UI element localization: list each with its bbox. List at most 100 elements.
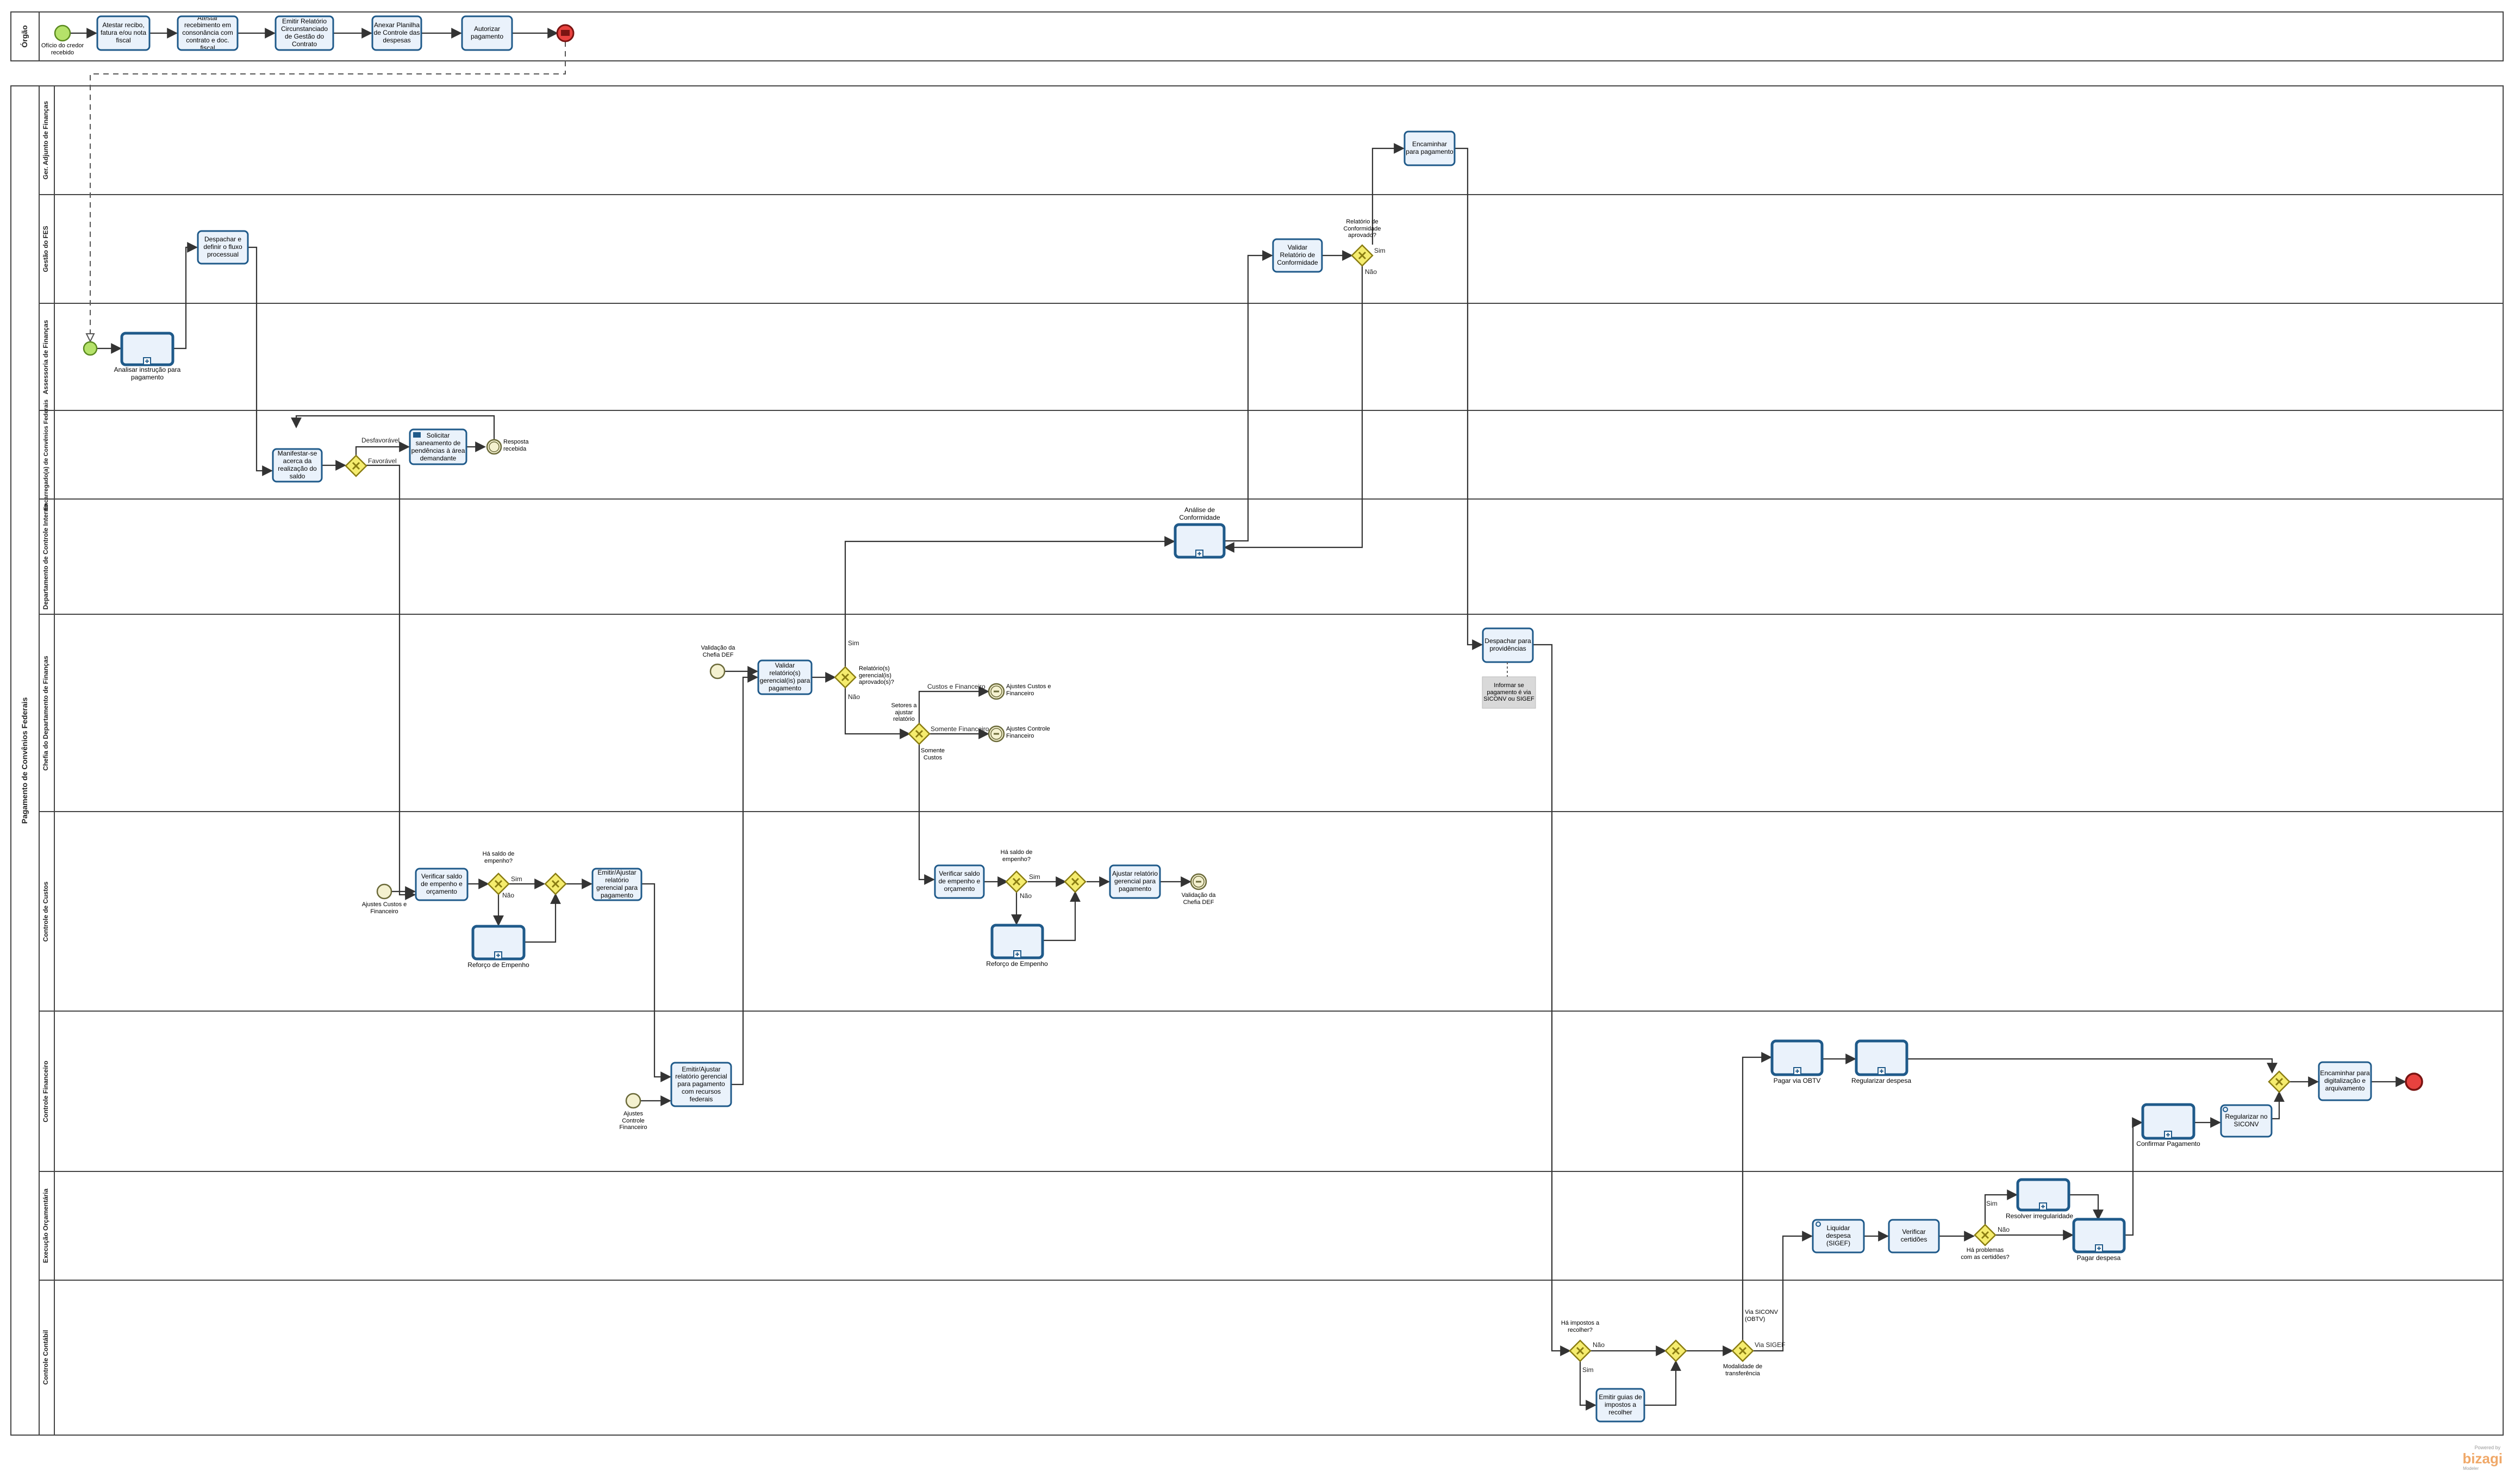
start-event-assessoria[interactable] — [83, 341, 98, 356]
flow-label: Não — [848, 693, 860, 701]
user-task-icon — [2223, 1107, 2228, 1112]
subprocess-pagar-obtv[interactable] — [1770, 1039, 1824, 1076]
start-event-ajustes-custos[interactable] — [376, 883, 392, 900]
task-encaminhar-pagamento[interactable] — [1403, 130, 1456, 166]
task-anexar-planilha[interactable] — [371, 15, 422, 51]
end-event-orgao-message[interactable] — [556, 24, 575, 42]
subprocess-resolver-irregularidade[interactable] — [2016, 1178, 2070, 1212]
subprocess-label: Resolver irregularidade — [2005, 1212, 2074, 1220]
external-labels: Analisar instrução para pagamento Reforç… — [41, 42, 2200, 1377]
start-event-ajustes-controle[interactable] — [625, 1093, 641, 1109]
event-label: Ajustes Custos e Financeiro — [1006, 683, 1051, 697]
subprocess-confirmar-pagamento[interactable] — [2141, 1103, 2195, 1140]
task-label: Despachar para providências — [1484, 637, 1531, 652]
task-label: Verificar saldo de empenho e orçamento — [421, 872, 463, 895]
lane-label: Gestão do FES — [42, 226, 49, 272]
flow-label: Somente Financeiro — [931, 725, 989, 733]
task-verificar-certidoes[interactable] — [1888, 1219, 1940, 1254]
subprocess-pagar-despesa[interactable] — [2072, 1218, 2126, 1254]
task-validar-relatorios[interactable] — [757, 659, 813, 695]
lane-label: Departamento de Controle Interno — [42, 504, 49, 610]
task-despachar-definir-fluxo[interactable] — [197, 230, 249, 265]
end-event-validacao-chefia[interactable] — [1190, 873, 1207, 890]
watermark-brand: bizagi — [2462, 1450, 2503, 1467]
lane-label: Encarregado(a) de Convênios Federais — [43, 400, 49, 510]
subprocess-regularizar-despesa[interactable] — [1855, 1039, 1908, 1076]
task-verificar-saldo-1[interactable] — [415, 868, 469, 901]
flow-label: Sim — [848, 639, 859, 647]
gateway-label: Relatório(s) gerencial(is) aprovado(s)? — [859, 665, 894, 686]
task-atestar-recebimento[interactable] — [177, 15, 239, 51]
flow-label: Sim — [1374, 247, 1386, 254]
subprocess-analisar-instrucao[interactable] — [120, 332, 174, 366]
user-task-icon — [1816, 1221, 1821, 1227]
lane-label: Assessoria de Finanças — [42, 320, 49, 394]
task-label: Manifestar-se acerca da realização do sa… — [277, 450, 317, 480]
message-task-icon — [413, 432, 421, 438]
task-emitir-relatorio-federais[interactable] — [670, 1062, 732, 1107]
subprocess-reforco-empenho-2[interactable] — [990, 924, 1044, 959]
task-regularizar-siconv[interactable] — [2220, 1104, 2273, 1138]
task-labels: Atestar recibo, fatura e/ou nota fiscal … — [100, 17, 2370, 1416]
task-label: Emitir guias de impostos a recolher — [1599, 1393, 1642, 1416]
end-event-final[interactable] — [2405, 1073, 2423, 1091]
gateway-impostos[interactable] — [1569, 1339, 1592, 1362]
gateway-relatorios-aprovados[interactable] — [834, 666, 857, 689]
subprocess-analise-conformidade[interactable] — [1174, 523, 1226, 559]
event-label: Ajustes Controle Financeiro — [1006, 726, 1050, 739]
event-label: Ajustes Custos e Financeiro — [361, 901, 407, 915]
gateway-saldo-1[interactable] — [487, 872, 510, 895]
task-verificar-saldo-2[interactable] — [934, 864, 985, 899]
start-event-oficio[interactable] — [54, 24, 71, 42]
task-atestar-recibo[interactable] — [96, 15, 151, 51]
gateway-merge-2[interactable] — [1064, 870, 1087, 893]
task-label: Despachar e definir o fluxo processual — [203, 235, 242, 258]
task-label: Autorizar pagamento — [470, 25, 504, 40]
event-label: Resposta recebida — [503, 439, 529, 452]
gateway-setores-ajustar[interactable] — [908, 722, 931, 745]
gateway-merge-final[interactable] — [2268, 1070, 2291, 1093]
subprocess-reforco-empenho-1[interactable] — [471, 925, 526, 961]
task-ajustar-relatorio[interactable] — [1109, 864, 1161, 899]
gateway-label: Há problemas com as certidões? — [1961, 1247, 2010, 1261]
end-event-ajustes-custos-fin[interactable] — [988, 683, 1005, 700]
task-emitir-relatorio-gerencial[interactable] — [591, 868, 642, 901]
task-liquidar-despesa[interactable] — [1812, 1219, 1865, 1254]
start-event-validacao-chefia[interactable] — [709, 663, 726, 679]
task-label: Atestar recibo, fatura e/ou nota fiscal — [100, 21, 147, 44]
task-autorizar-pagamento[interactable] — [461, 15, 513, 51]
task-emitir-guias[interactable] — [1595, 1388, 1645, 1423]
gateway-certidoes[interactable] — [1974, 1224, 1997, 1246]
task-label: Verificar certidões — [1900, 1228, 1927, 1243]
subprocess-label: Pagar via OBTV — [1773, 1077, 1821, 1084]
gateway-label: Relatório de Conformidade aprovado? — [1343, 219, 1381, 239]
gateway-modalidade[interactable] — [1731, 1339, 1754, 1362]
task-encaminhar-arquivamento[interactable] — [2318, 1061, 2372, 1101]
watermark-powered: Powered by — [2474, 1445, 2500, 1450]
task-label: Emitir/Ajustar relatório gerencial para … — [596, 870, 638, 899]
lane-label: Execução Orçamentária — [42, 1188, 49, 1263]
flow-label: Não — [1998, 1226, 2010, 1233]
gateway-favoravel[interactable] — [345, 454, 367, 477]
task-label: Regularizar no SICONV — [2225, 1113, 2268, 1128]
task-label: Liquidar despesa (SIGEF) — [1826, 1224, 1851, 1247]
task-validar-conformidade[interactable] — [1272, 238, 1323, 273]
watermark-sub: Modeler — [2463, 1466, 2479, 1471]
event-label: Ofício do credor recebido — [41, 42, 84, 56]
events — [54, 24, 2423, 1109]
pool-main-label: Pagamento de Convênios Federais — [20, 697, 29, 824]
gateway-saldo-2[interactable] — [1005, 870, 1028, 893]
task-solicitar-saneamento[interactable] — [409, 428, 467, 465]
annotation-box — [1482, 676, 1536, 709]
task-type-icons — [413, 432, 2228, 1227]
gateways — [345, 244, 2291, 1362]
gateway-merge-1[interactable] — [544, 872, 567, 895]
gateway-conformidade-aprovado[interactable] — [1351, 244, 1374, 267]
task-emitir-relatorio-circunstanciado[interactable] — [275, 15, 334, 51]
task-manifestar-saldo[interactable] — [272, 448, 323, 483]
task-label: Solicitar saneamento de pendências à áre… — [411, 432, 465, 462]
end-event-ajustes-controle-fin[interactable] — [988, 725, 1005, 743]
gateway-merge-3[interactable] — [1664, 1339, 1687, 1362]
subprocess-label: Pagar despesa — [2076, 1254, 2121, 1262]
pool-orgao-label: Órgão — [20, 25, 29, 47]
